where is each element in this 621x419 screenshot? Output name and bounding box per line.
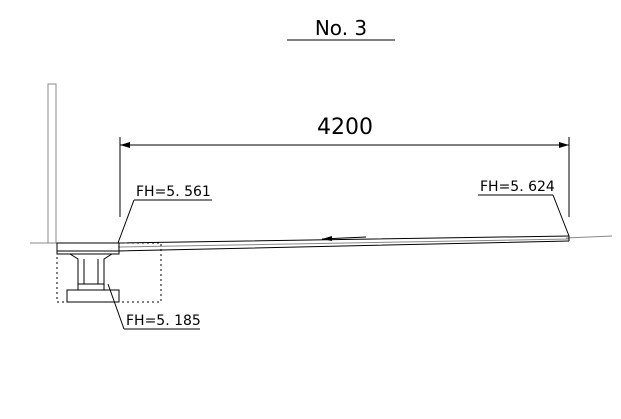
- drawing-title: No. 3: [315, 16, 367, 40]
- left-wall: [38, 83, 57, 244]
- level-right-top: FH=5. 624: [480, 179, 555, 195]
- channel-inner-line: [117, 238, 570, 248]
- basin-outline-dotted: [56, 242, 162, 303]
- basin-footing: [66, 289, 120, 303]
- dimension-arrow-left: [120, 142, 130, 148]
- flow-arrow-head: [322, 236, 332, 241]
- level-left-bottom: FH=5. 185: [126, 313, 201, 329]
- basin-body: [69, 253, 113, 285]
- dimension-arrow-right: [559, 142, 569, 148]
- channel-bottom-line: [57, 240, 570, 252]
- level-right-top-leader: [552, 194, 570, 237]
- basin-top: [56, 242, 120, 255]
- level-left-top-leader: [117, 199, 135, 244]
- ground-line-right: [565, 235, 613, 239]
- channel-top-line: [57, 235, 570, 244]
- level-left-top: FH=5. 561: [136, 184, 211, 200]
- level-left-bottom-leader: [107, 283, 125, 330]
- dimension-label: 4200: [317, 115, 373, 140]
